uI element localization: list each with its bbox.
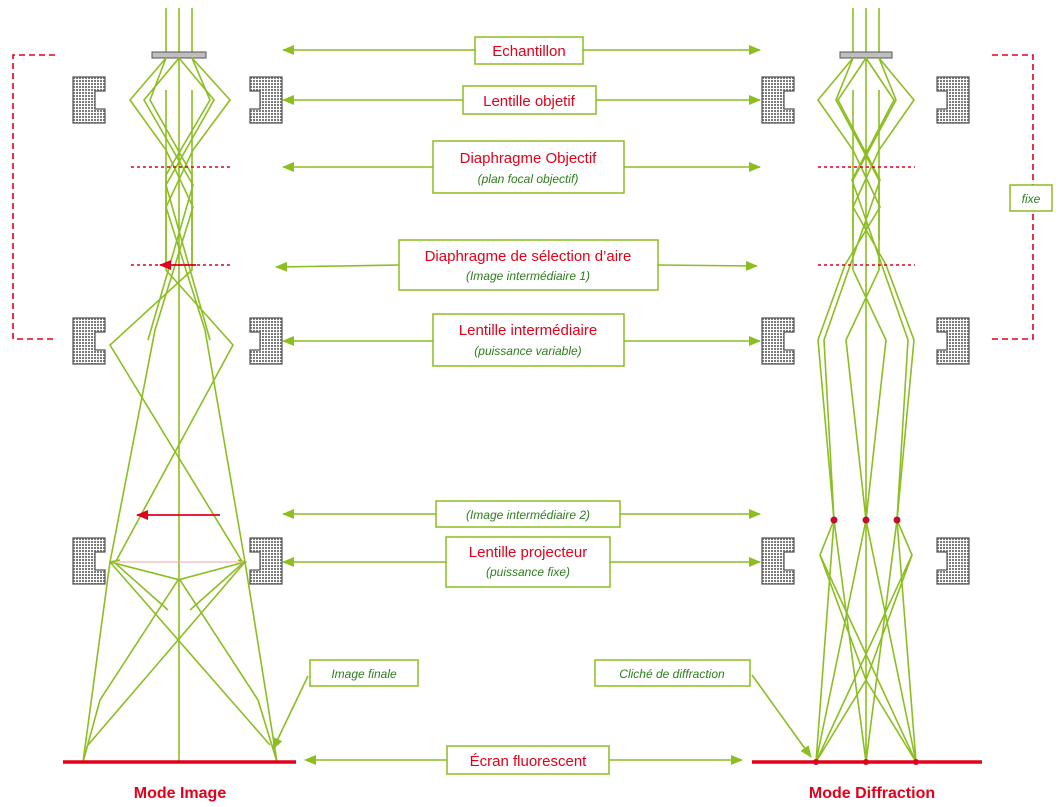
lens-pole-piece-icon: [249, 76, 283, 124]
focal-point-dot-icon: [893, 516, 901, 524]
screen-box: [446, 745, 610, 775]
lens-pole-piece-icon: [72, 76, 106, 124]
incident-beam-right: [852, 8, 880, 55]
objective-lens-box: [462, 85, 597, 115]
double-arrow-icon: [657, 260, 758, 271]
objective-aperture-sublabel: (plan focal objectif): [478, 172, 579, 186]
mode-diffraction-title: Mode Diffraction: [809, 785, 935, 802]
intermediate-lens-label: Lentille intermédiaire: [459, 322, 597, 339]
fixed-label: fixe: [1022, 192, 1041, 206]
double-arrow-icon: [275, 261, 400, 272]
projector-lens-box: [445, 536, 611, 588]
sample-label: Echantillon: [492, 43, 565, 60]
sample-holder-right: [839, 51, 893, 59]
sad-aperture-label: Diaphragme de sélection d’aire: [425, 248, 632, 265]
focal-point-dot-icon: [830, 516, 838, 524]
intermediate-image-2-label: (Image intermédiaire 2): [466, 508, 590, 522]
lens-pole-piece-icon: [761, 317, 795, 365]
lens-pole-piece-icon: [761, 537, 795, 585]
image-mode-column: Image finale Mode Image: [12, 8, 419, 802]
sad-aperture-sublabel: (Image intermédiaire 1): [466, 269, 590, 283]
incident-beam: [165, 8, 193, 55]
center-labels: Echantillon Lentille objetif Diaphragme …: [275, 36, 761, 775]
sad-aperture-box: [398, 239, 659, 291]
projector-lens-sublabel: (puissance fixe): [486, 565, 570, 579]
intermediate-image-2-box: [435, 500, 621, 528]
sample-holder: [151, 51, 207, 59]
lens-pole-piece-icon: [249, 537, 283, 585]
lens-pole-piece-icon: [72, 317, 106, 365]
projector-lens-label: Lentille projecteur: [469, 544, 587, 561]
screen-label: Écran fluorescent: [470, 753, 588, 770]
lens-pole-piece-icon: [936, 317, 970, 365]
diffraction-mode-rays: [815, 57, 917, 763]
image-mode-rays: [82, 57, 278, 763]
dashed-bracket-icon: [12, 54, 55, 340]
diffraction-mode-column: fixe Cliché de diffraction Mode Diffract…: [594, 8, 1053, 802]
objective-aperture-label: Diaphragme Objectif: [460, 150, 598, 167]
mode-image-title: Mode Image: [134, 785, 227, 802]
lens-pole-piece-icon: [761, 76, 795, 124]
intermediate-lens-box: [432, 313, 625, 367]
lens-pole-piece-icon: [936, 537, 970, 585]
fixed-box: [1009, 184, 1053, 212]
lens-pole-piece-icon: [936, 76, 970, 124]
final-image-label: Image finale: [331, 667, 397, 681]
focal-point-dot-icon: [862, 516, 870, 524]
diffraction-pattern-label: Cliché de diffraction: [619, 667, 725, 681]
lens-pole-piece-icon: [249, 317, 283, 365]
diffraction-pattern-box: [594, 659, 751, 687]
sample-box: [474, 36, 584, 65]
objective-aperture-box: [432, 140, 625, 194]
final-image-box: [309, 659, 419, 687]
lens-pole-piece-icon: [72, 537, 106, 585]
intermediate-lens-sublabel: (puissance variable): [474, 344, 581, 358]
objective-lens-label: Lentille objetif: [483, 93, 576, 110]
